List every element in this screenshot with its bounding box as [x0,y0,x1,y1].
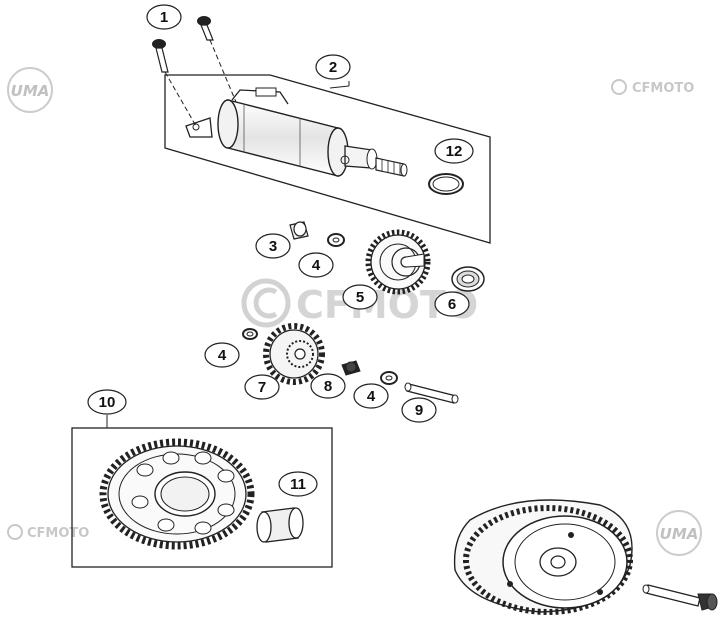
callout-3: 3 [255,233,291,259]
callout-bubble [298,252,334,278]
uma-watermark-text: UMA [11,82,50,100]
uma-badge-icon [656,510,702,556]
reduction-gear [263,323,325,385]
cfmoto-watermark-text: CFMOTO [27,526,89,541]
callout-number: 2 [329,59,337,76]
rotor-bolt [642,584,718,611]
uma-watermark-text: UMA [660,525,699,543]
bolts [152,16,237,127]
cfmoto-logo-icon [611,79,627,95]
callout-number: 5 [356,289,364,306]
starter-group-frame [164,74,491,244]
callout-number: 1 [160,9,168,26]
small-needle-bearing [341,360,361,376]
callout-7: 7 [244,374,280,400]
callout-number: 4 [312,257,321,274]
callout-4a: 4 [298,252,334,278]
callout-6: 6 [434,291,470,317]
callout-bubble [255,233,291,259]
callout-number: 3 [269,238,277,255]
bolt-left [152,39,197,127]
callout-number: 4 [218,347,227,364]
starter-clutch-group [71,427,333,568]
starter-motor-group [164,74,491,244]
cfmoto-watermark-bottom-left: CFMOTO [7,524,89,541]
washer-lower [380,371,398,385]
clutch-group-frame [71,427,333,568]
flywheel-rotor [453,499,633,615]
callout-number: 7 [258,379,266,396]
callout-number: 10 [99,394,116,411]
bolt-right [197,16,237,103]
callout-bubble [244,374,280,400]
callout-9: 9 [401,397,437,423]
callout-1: 1 [146,4,182,30]
callout-bubble [204,342,240,368]
callout-bubble [342,284,378,310]
uma-watermark-bottom-right: UMA [656,510,702,556]
callout-number: 11 [290,476,306,493]
callout-number: 4 [367,388,376,405]
callout-4c: 4 [353,383,389,409]
callout-bubble [87,389,127,415]
callout-10: 10 [87,389,127,415]
callout-bubble [353,383,389,409]
cfmoto-logo-icon [7,524,23,540]
bushing [289,221,309,240]
o-ring [428,173,464,195]
callout-bubble [278,471,318,497]
callout-bubble [434,138,474,164]
starter-motor [185,87,408,177]
callout-11: 11 [278,471,318,497]
callout-bubble [434,291,470,317]
uma-badge-icon [7,67,53,113]
callout-2: 2 [315,54,351,80]
callout-5: 5 [342,284,378,310]
callout-4b: 4 [204,342,240,368]
callout-bubble [146,4,182,30]
cfmoto-watermark-top-right: CFMOTO [611,79,694,96]
washer-middle [242,328,258,340]
callout-8: 8 [310,373,346,399]
callout-bubble [315,54,351,80]
idler-gear [365,229,431,295]
callout-bubble [401,397,437,423]
gear-shaft [404,382,459,404]
needle-bearing [451,266,485,292]
callout-number: 6 [448,296,456,313]
clutch-bushing [256,507,304,543]
starter-clutch-gear [99,438,255,550]
callout-bubble [310,373,346,399]
callout-number: 8 [324,378,332,395]
callout-12: 12 [434,138,474,164]
washer-top [327,233,345,247]
callout-number: 12 [446,143,463,160]
uma-watermark-top-left: UMA [7,67,53,113]
callout-number: 9 [415,402,423,419]
cfmoto-logo-icon [241,278,291,328]
cfmoto-watermark-text: CFMOTO [632,81,694,96]
leader-lines [106,81,350,428]
